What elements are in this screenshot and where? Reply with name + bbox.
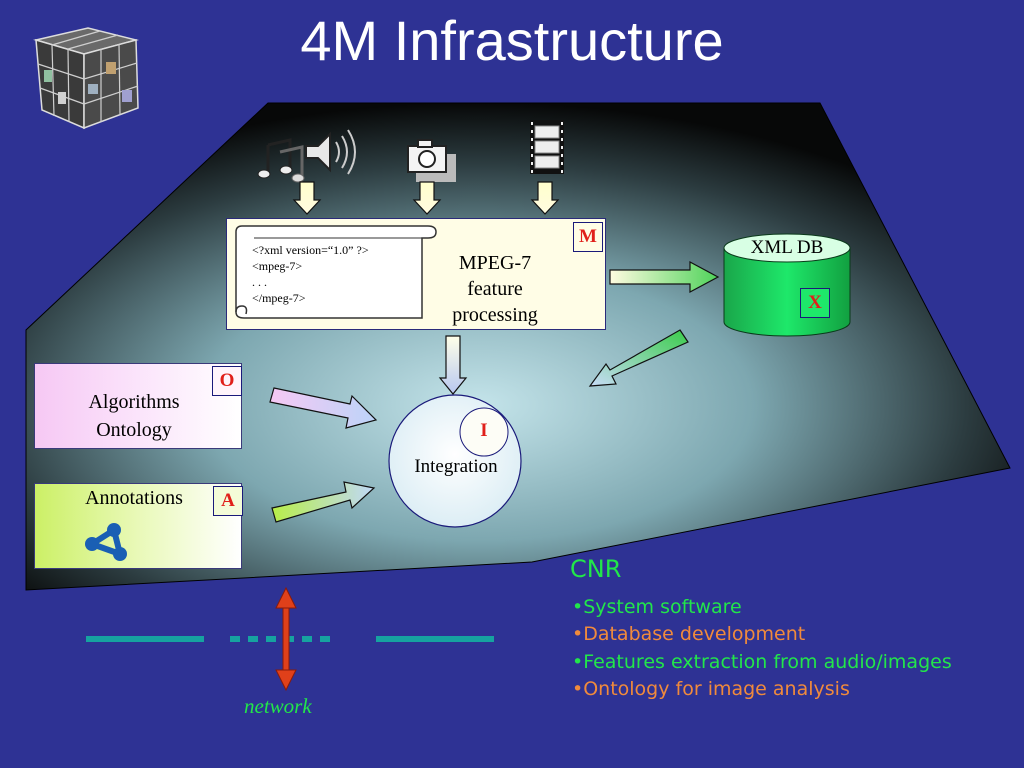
slide-title: 4M Infrastructure (300, 9, 724, 72)
arrow-audio-down (292, 181, 322, 215)
mpeg7-label-line: feature (467, 278, 523, 300)
arrow-annotations-to-integration (271, 481, 376, 523)
cnr-list-item: •Features extraction from audio/images (572, 651, 952, 673)
music-notes-icon (257, 138, 305, 183)
integration-badge: I (480, 420, 488, 441)
algorithms-label-line: Algorithms (88, 391, 180, 413)
xml-code-line: <mpeg-7> (252, 259, 303, 273)
xml-code-snippet: <?xml version=“1.0” ?> <mpeg-7> . . . </… (252, 242, 369, 306)
xml-db-badge: X (800, 288, 830, 318)
mpeg7-badge: M (573, 222, 603, 252)
arrow-mpeg-to-db (609, 260, 720, 294)
xml-code-line: <?xml version=“1.0” ?> (252, 243, 369, 257)
annotations-box (34, 483, 242, 569)
network-double-arrow (275, 586, 297, 692)
mpeg7-label-line: MPEG-7 (458, 252, 532, 274)
cnr-title: CNR (570, 555, 622, 583)
cnr-list-item: •Database development (572, 623, 806, 645)
xml-code-line: </mpeg-7> (252, 291, 306, 305)
cube-logo-icon (33, 27, 139, 130)
mpeg7-label: MPEG-7 feature processing (440, 250, 550, 328)
film-strip-icon (530, 120, 564, 174)
integration-label: Integration (414, 456, 498, 477)
arrow-camera-down (412, 181, 442, 215)
integration-badge-circle (459, 407, 509, 457)
network-graph-icon (85, 523, 127, 561)
network-label: network (244, 694, 312, 718)
cnr-list-item: •System software (572, 596, 742, 618)
media-input-arrows (292, 181, 560, 215)
algorithms-ontology-box (34, 363, 242, 449)
camera-icon (407, 139, 456, 182)
annotations-badge: A (213, 486, 243, 516)
arrow-db-to-integration (588, 329, 689, 387)
algorithms-label-line: Ontology (96, 419, 172, 441)
xml-db-label: XML DB (750, 237, 824, 258)
xml-code-line: . . . (252, 275, 267, 289)
algorithms-ontology-label: Algorithms Ontology (34, 388, 234, 444)
mpeg7-label-line: processing (452, 304, 538, 326)
xml-scroll-icon (235, 225, 437, 319)
network-line (86, 636, 494, 642)
annotations-label: Annotations (85, 487, 183, 509)
speaker-icon (305, 129, 356, 175)
algorithms-badge: O (212, 366, 242, 396)
arrow-algorithms-to-integration (269, 387, 378, 429)
arrow-mpeg-to-integration (438, 335, 468, 395)
cnr-list-item: •Ontology for image analysis (572, 678, 850, 700)
arrow-film-down (530, 181, 560, 215)
